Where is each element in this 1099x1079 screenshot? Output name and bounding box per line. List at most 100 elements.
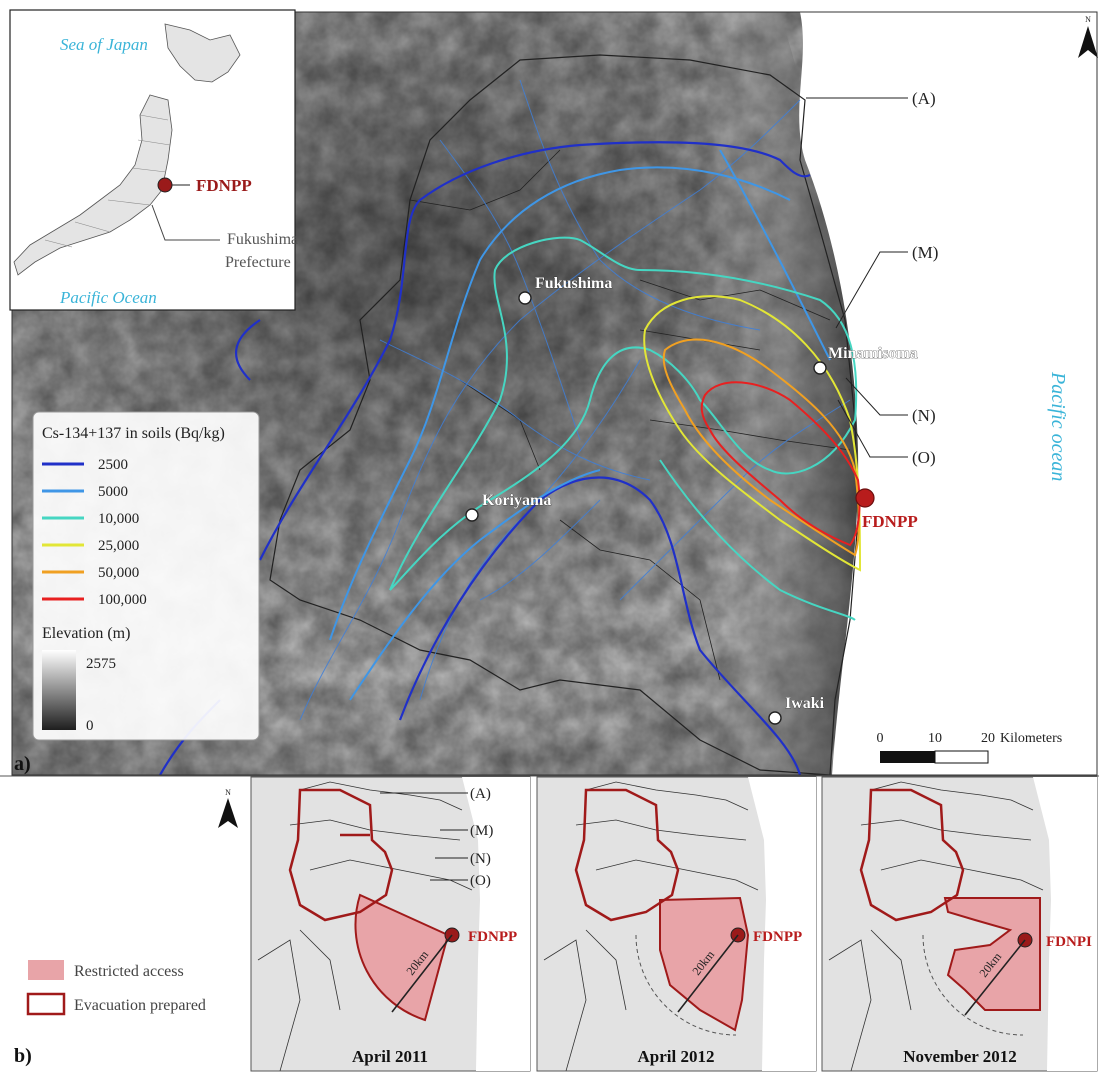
north-arrow-icon xyxy=(1078,26,1098,58)
hokkaido-shape xyxy=(164,23,241,83)
contour-5000 xyxy=(329,149,831,701)
legend-b: Restricted access Evacuation prepared xyxy=(26,960,206,1016)
pacific-ocean-inset-label: Pacific Ocean xyxy=(59,288,157,307)
north-label-a: N xyxy=(1085,15,1091,24)
fdnpp-inset-marker xyxy=(157,177,173,193)
fdnpp-label: FDNPP xyxy=(862,512,918,531)
legend-label-5: 100,000 xyxy=(98,592,147,608)
map3-restricted-zone xyxy=(943,897,1041,1011)
legend-box xyxy=(32,411,260,741)
map3-ocean xyxy=(1033,777,1097,1071)
city-minamisoma-label: Minamisoma xyxy=(828,345,918,362)
map3-caption: November 2012 xyxy=(903,1047,1016,1066)
map1-restricted-zone xyxy=(354,893,450,1022)
legend-label-1: 5000 xyxy=(98,484,128,500)
legend-a: Cs-134+137 in soils (Bq/kg) 2500500010,0… xyxy=(32,411,260,741)
map1-caption: April 2011 xyxy=(352,1047,428,1066)
elevation-min: 0 xyxy=(86,718,94,734)
map2-restricted-zone xyxy=(659,896,750,1032)
map1-evacuation-zone xyxy=(288,788,394,922)
map-april-2011: 20km FDNPP April 2011 (A) (M) (N) (O) xyxy=(250,776,531,1072)
fdnpp-inset-label: FDNPP xyxy=(196,176,252,195)
panel-a-label: a) xyxy=(14,753,31,775)
leader-n xyxy=(845,377,908,416)
map2-caption: April 2012 xyxy=(638,1047,715,1066)
legend-title: Cs-134+137 in soils (Bq/kg) xyxy=(42,425,225,442)
map-november-2012: 20km FDNPI November 2012 xyxy=(821,776,1098,1072)
prefecture-label-line1: Fukushima xyxy=(227,231,298,248)
map1-fdnpp-label: FDNPP xyxy=(468,929,517,945)
map1-river-labels: (A) (M) (N) (O) xyxy=(380,786,493,889)
catchment-boundaries xyxy=(409,149,851,681)
city-minamisoma-marker xyxy=(813,361,827,375)
map1-label-O: (O) xyxy=(470,873,491,889)
prefecture-lines xyxy=(44,114,171,248)
label-O: (O) xyxy=(912,448,936,467)
legend-label-3: 25,000 xyxy=(98,538,139,554)
evacuation-swatch xyxy=(26,992,66,1016)
map3-evacuation-zone xyxy=(859,788,965,922)
north-arrow-a: N xyxy=(1078,15,1098,58)
leader-m xyxy=(835,251,908,329)
map1-label-M: (M) xyxy=(470,823,493,839)
inset-japan-map: Sea of Japan Pacific Ocean FDNPP Fukushi… xyxy=(9,9,298,311)
scale-seg-black xyxy=(880,751,935,763)
map1-label-A: (A) xyxy=(470,786,491,802)
map2-fdnpp-label: FDNPP xyxy=(753,929,802,945)
elevation-ramp xyxy=(42,650,76,730)
pacific-ocean-label: Pacific ocean xyxy=(1047,371,1069,481)
pacific-ocean-area xyxy=(799,12,1097,775)
map2-radius-arc xyxy=(635,934,737,1036)
restricted-swatch xyxy=(28,960,64,980)
restricted-label: Restricted access xyxy=(74,963,184,980)
map3-fdnpp-label: FDNPI xyxy=(1046,934,1092,950)
panel-a-frame xyxy=(11,11,1098,776)
honshu-shape xyxy=(13,94,173,276)
city-koriyama-label: Koriyama xyxy=(482,492,551,509)
map1-ocean xyxy=(462,777,530,1071)
north-label-b: N xyxy=(225,788,231,797)
north-arrow-b-icon xyxy=(218,798,238,828)
city-fukushima-label: Fukushima xyxy=(535,275,612,292)
city-koriyama-marker xyxy=(465,508,479,522)
city-fukushima-marker xyxy=(518,291,532,305)
map2-radius-line xyxy=(677,934,739,1013)
city-iwaki-label: Iwaki xyxy=(785,695,825,712)
scale-tick-0: 0 xyxy=(877,731,884,746)
contour-10000 xyxy=(389,236,858,591)
river-labels-a: (A) (M) (N) (O) xyxy=(806,89,938,467)
legend-label-2: 10,000 xyxy=(98,511,139,527)
map1-label-N: (N) xyxy=(470,851,491,867)
contour-10000-south xyxy=(659,459,856,621)
sea-of-japan-label: Sea of Japan xyxy=(60,35,148,54)
legend-label-4: 50,000 xyxy=(98,565,139,581)
scale-unit: Kilometers xyxy=(1000,731,1062,746)
label-N: (N) xyxy=(912,406,936,425)
north-arrow-b: N xyxy=(218,788,238,828)
map2-catchments xyxy=(543,781,759,1071)
evacuation-label: Evacuation prepared xyxy=(74,997,206,1014)
prefecture-boundary xyxy=(269,54,859,775)
map1-radius-line xyxy=(391,934,453,1013)
prefecture-label-line2: Prefecture xyxy=(225,254,291,271)
contour-100000 xyxy=(700,381,861,547)
map2-evacuation-zone xyxy=(574,788,680,922)
leader-o xyxy=(837,399,908,458)
prefecture-leader xyxy=(151,204,220,241)
scale-tick-20: 20 xyxy=(981,731,995,746)
contour-50000 xyxy=(662,338,860,557)
fdnpp-marker xyxy=(855,488,875,508)
scale-seg-white xyxy=(934,750,989,764)
map2-ocean xyxy=(748,777,816,1071)
map3-catchments xyxy=(828,781,1044,1071)
map-april-2012: 20km FDNPP April 2012 xyxy=(536,776,817,1072)
panel-b-label: b) xyxy=(14,1045,32,1067)
cities: Fukushima Minamisoma Koriyama Iwaki xyxy=(465,275,918,725)
label-A: (A) xyxy=(912,89,936,108)
elevation-title: Elevation (m) xyxy=(42,625,130,642)
scale-tick-10: 10 xyxy=(928,731,942,746)
map3-radius-line xyxy=(964,939,1026,1016)
scale-bar: 0 10 20 Kilometers xyxy=(877,731,1062,764)
